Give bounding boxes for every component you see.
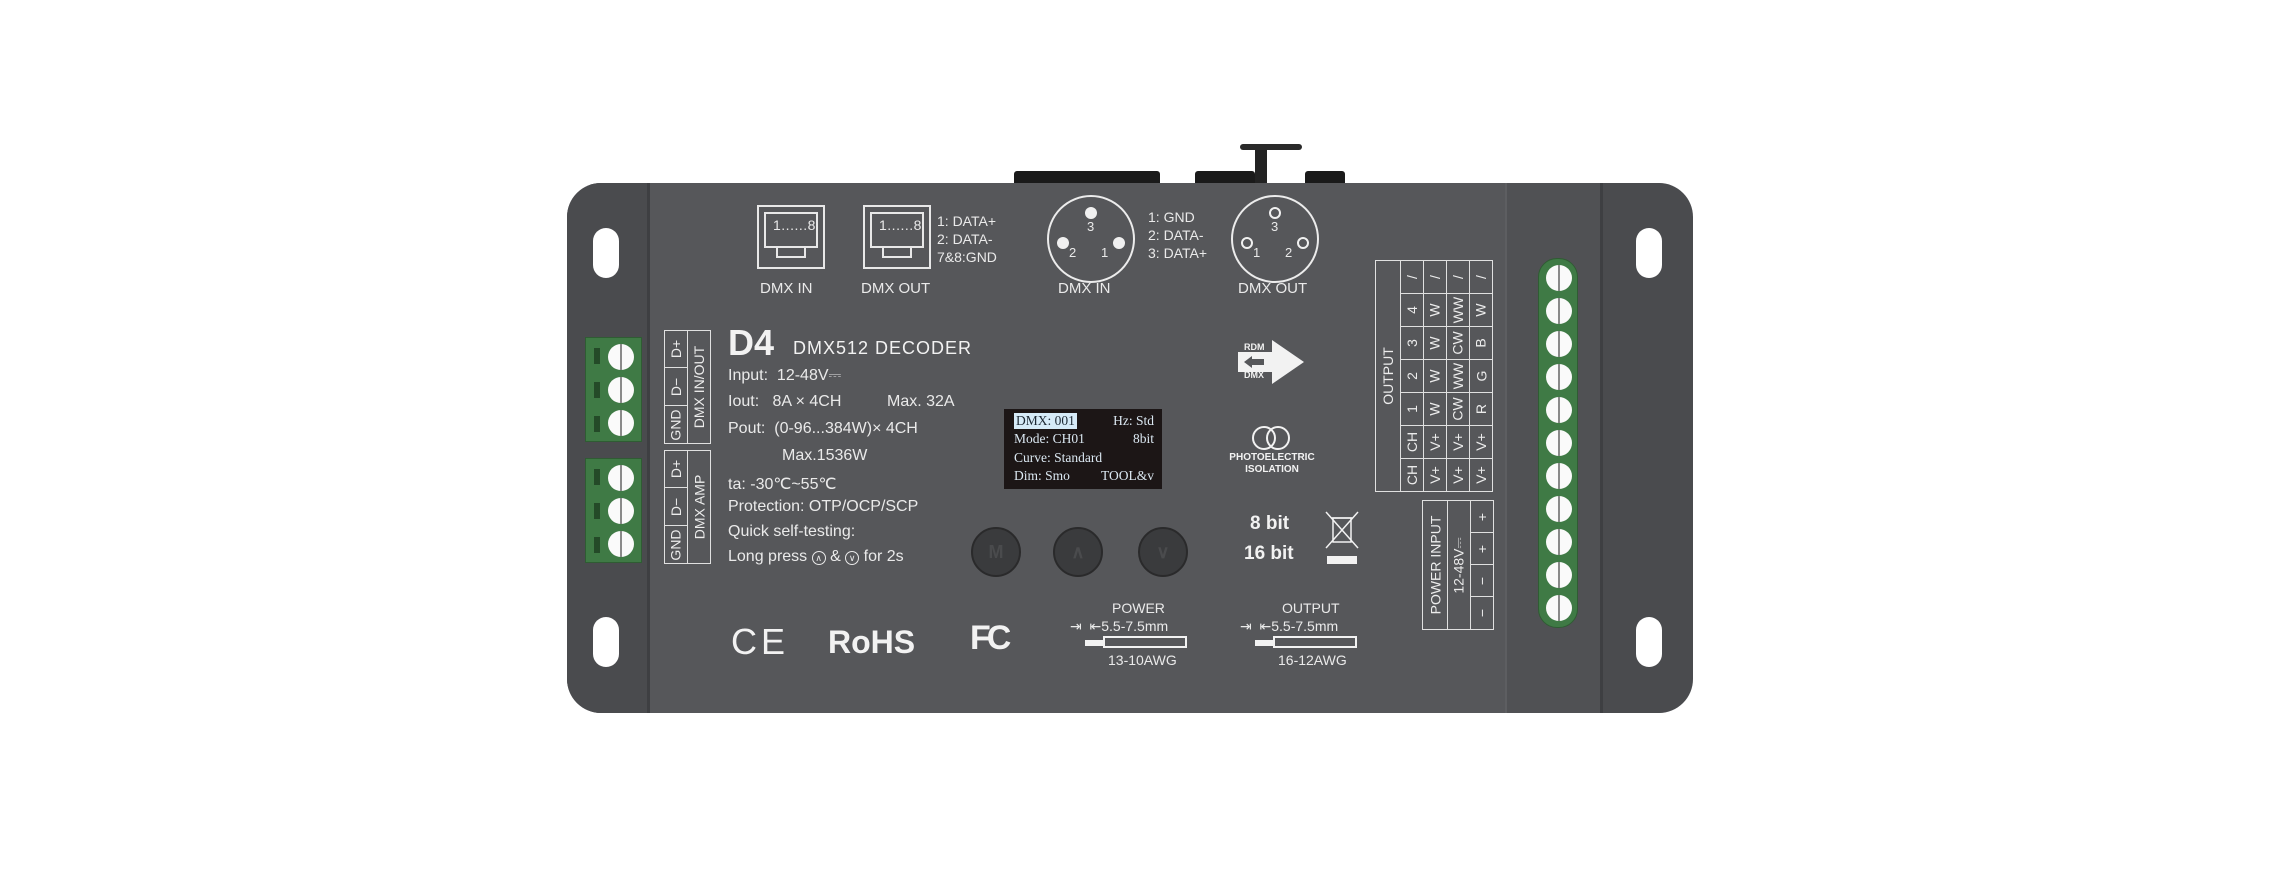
bit16-label: 16 bit <box>1244 543 1294 564</box>
fcc-mark: FC <box>970 619 1011 657</box>
terminal-screw[interactable] <box>1546 496 1572 522</box>
terminal-screw[interactable] <box>1546 562 1572 588</box>
output-wire-spec: OUTPUT ⇥ ⇤5.5-7.5mm 16-12AWG <box>1240 600 1370 680</box>
dmx-label: DMX <box>1244 370 1264 380</box>
terminal-screw[interactable] <box>1546 430 1572 456</box>
spec-pout: Pout: (0-96...384W)× 4CH <box>728 420 918 437</box>
xlr-in-housing <box>1014 171 1160 184</box>
spec-iout-max: Max. 32A <box>887 393 955 410</box>
rdm-dmx-arrow-icon <box>1238 340 1308 384</box>
terminal-screw[interactable] <box>608 410 634 436</box>
rj45-dmx-in-icon: 1......8 <box>757 205 825 269</box>
terminal-screw[interactable] <box>1546 463 1572 489</box>
terminal-screw[interactable] <box>1546 529 1572 555</box>
xlr-out-housing <box>1195 171 1255 184</box>
dmx-amp-pin-labels: D+ D− GND DMX AMP <box>664 450 711 564</box>
power-wire-spec: POWER ⇥ ⇤5.5-7.5mm 13-10AWG <box>1070 600 1200 680</box>
rdm-label: RDM <box>1244 342 1265 352</box>
down-button[interactable]: ∨ <box>1138 527 1188 577</box>
mount-slot-bottom-left <box>593 617 619 667</box>
terminal-screw[interactable] <box>1546 298 1572 324</box>
terminal-screw[interactable] <box>1546 265 1572 291</box>
terminal-screw[interactable] <box>1546 397 1572 423</box>
model-name: D4 <box>728 322 775 363</box>
up-circle-icon: ∧ <box>811 551 826 565</box>
xlr-pinout: 1: GND 2: DATA- 3: DATA+ <box>1148 209 1208 261</box>
terminal-screw[interactable] <box>1546 331 1572 357</box>
xlr-dmx-in-icon: 3 2 1 <box>1047 195 1135 283</box>
terminal-screw[interactable] <box>1546 364 1572 390</box>
self-test-title: Quick self-testing: <box>728 523 856 540</box>
terminal-block-dmx-in-out[interactable] <box>585 337 642 442</box>
output-power-terminal-strip[interactable] <box>1538 258 1578 628</box>
terminal-screw[interactable] <box>608 531 634 557</box>
isolation-rings-icon <box>1250 424 1292 452</box>
isolation-label: PHOTOELECTRIC ISOLATION <box>1229 452 1315 475</box>
rohs-mark: RoHS <box>828 624 916 660</box>
dmx-in-out-pin-labels: D+ D− GND DMX IN/OUT <box>664 330 711 444</box>
bit8-label: 8 bit <box>1250 513 1290 534</box>
spec-iout: Iout: 8A × 4CH <box>728 393 842 410</box>
xlr-out-housing-right <box>1305 171 1345 184</box>
xlr-latch-tab[interactable] <box>1240 144 1302 150</box>
power-input-table: POWER INPUT 12-48V⎓ + + − − <box>1422 500 1495 630</box>
spec-protection: Protection: OTP/OCP/SCP <box>728 498 919 515</box>
mount-slot-top-left <box>593 228 619 278</box>
output-pin-table: OUTPUT / 4 3 2 1 CH CH / W W W W V+ V+ /… <box>1375 260 1495 492</box>
xlr-dmx-in-label: DMX IN <box>1058 280 1111 297</box>
xlr-dmx-out-icon: 3 1 2 <box>1231 195 1319 283</box>
model-subtitle: DMX512 DECODER <box>793 338 973 358</box>
mount-slot-top-right <box>1636 228 1662 278</box>
weee-bin-icon <box>1324 510 1360 570</box>
spec-input: Input: 12-48V⎓ <box>728 367 842 384</box>
spec-ambient-temp: ta: -30℃~55℃ <box>728 476 837 493</box>
spec-pout-max: Max.1536W <box>782 447 868 464</box>
rj45-dmx-in-label: DMX IN <box>760 280 813 297</box>
terminal-screw[interactable] <box>608 344 634 370</box>
xlr-latch[interactable] <box>1255 148 1267 184</box>
terminal-screw[interactable] <box>1546 595 1572 621</box>
terminal-screw[interactable] <box>608 377 634 403</box>
rj45-dmx-out-label: DMX OUT <box>861 280 931 297</box>
self-test-instruction: Long press ∧ & ∨ for 2s <box>728 548 904 565</box>
terminal-block-dmx-amp[interactable] <box>585 458 642 563</box>
mount-slot-bottom-right <box>1636 617 1662 667</box>
ce-mark: CE <box>731 621 790 662</box>
down-circle-icon: ∨ <box>845 551 860 565</box>
terminal-screw[interactable] <box>608 498 634 524</box>
xlr-dmx-out-label: DMX OUT <box>1238 280 1308 297</box>
terminal-screw[interactable] <box>608 465 634 491</box>
up-button[interactable]: ∧ <box>1053 527 1103 577</box>
mode-button[interactable]: M <box>971 527 1021 577</box>
rj45-dmx-out-icon: 1......8 <box>863 205 931 269</box>
rj45-pinout: 1: DATA+ 2: DATA- 7&8:GND <box>937 213 997 265</box>
